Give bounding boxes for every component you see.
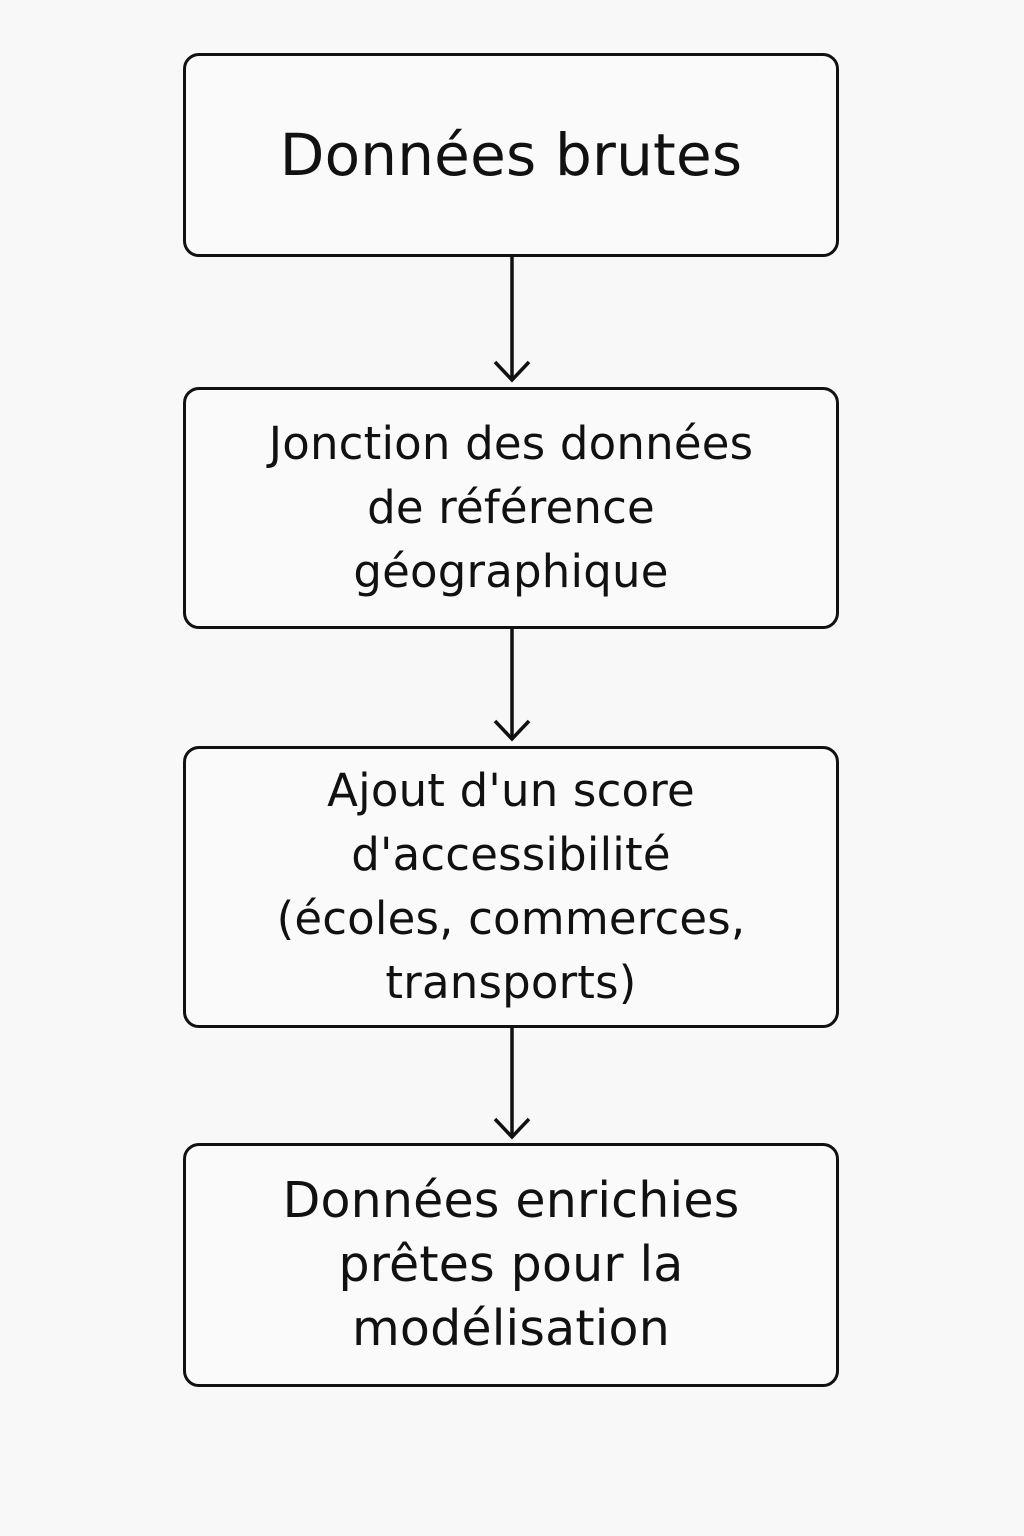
step-raw-data-label: Données brutes xyxy=(279,121,743,189)
step-enriched-data-box: Données enrichies prêtes pour la modélis… xyxy=(183,1143,839,1387)
arrow-1 xyxy=(493,257,531,383)
step-enriched-data-label: Données enrichies prêtes pour la modélis… xyxy=(282,1172,740,1357)
step-accessibility-score-box: Ajout d'un score d'accessibilité (écoles… xyxy=(183,746,839,1028)
step-raw-data-box: Données brutes xyxy=(183,53,839,257)
arrow-2-head xyxy=(493,719,531,742)
arrow-1-head xyxy=(493,360,531,383)
step-geo-join-box: Jonction des données de référence géogra… xyxy=(183,387,839,629)
step-accessibility-score-label: Ajout d'un score d'accessibilité (écoles… xyxy=(276,764,746,1009)
arrow-3-head xyxy=(493,1117,531,1140)
arrow-2 xyxy=(493,629,531,742)
arrow-3 xyxy=(493,1028,531,1140)
step-geo-join-label: Jonction des données de référence géogra… xyxy=(268,417,754,598)
